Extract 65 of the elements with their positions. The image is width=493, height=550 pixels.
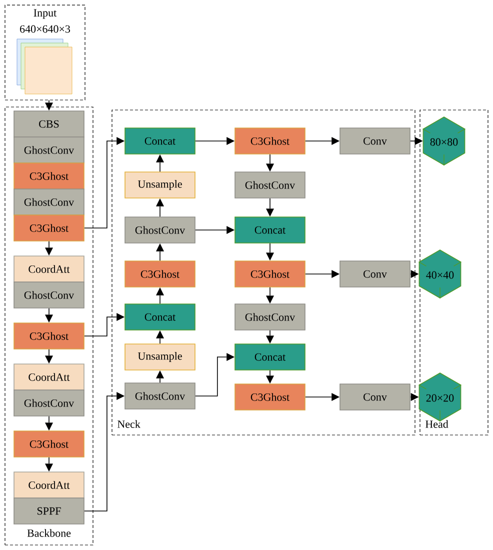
arrow	[195, 353, 235, 396]
arrow	[266, 198, 274, 217]
layer-box: Unsample	[124, 172, 196, 198]
layer-box: C3Ghost	[124, 260, 196, 288]
layer-box: GhostConv	[124, 382, 196, 410]
layer-box: Concat	[234, 344, 306, 370]
arrow	[156, 330, 164, 344]
layer-box: CBS	[14, 110, 84, 138]
layer-box: GhostConv	[14, 282, 84, 308]
arrow	[156, 198, 164, 217]
layer-box: Concat	[124, 304, 196, 330]
arrow	[266, 330, 274, 344]
layer-box: GhostConv	[14, 136, 84, 164]
arrow	[305, 393, 340, 401]
layer-box: SPPF	[14, 498, 84, 524]
arrow	[266, 287, 274, 304]
layer-box: C3Ghost	[234, 260, 306, 288]
layer-box: C3Ghost	[14, 162, 84, 190]
arrow	[45, 241, 53, 256]
arrow	[410, 270, 419, 278]
arrow	[156, 287, 164, 304]
arrow	[84, 392, 125, 512]
arrow	[156, 370, 164, 383]
layer-box: Concat	[234, 216, 306, 244]
arrow	[156, 154, 164, 172]
arrow	[410, 393, 419, 401]
arrow	[266, 243, 274, 261]
group-label: Neck	[118, 420, 140, 428]
group-label: Input	[34, 9, 57, 19]
arrow	[45, 457, 53, 472]
layer-box: CoordAtt	[14, 364, 84, 390]
arrow	[45, 100, 53, 111]
arrow	[156, 243, 164, 261]
arrow	[266, 370, 274, 384]
arrow	[266, 154, 274, 172]
group-label: Head	[426, 420, 448, 428]
arrow	[195, 137, 235, 145]
arrow	[195, 226, 235, 234]
layer-box: Concat	[124, 128, 196, 154]
layer-box: C3Ghost	[14, 430, 84, 458]
arrow	[410, 137, 423, 145]
layer-box: Conv	[340, 128, 410, 154]
layer-box: C3Ghost	[234, 128, 306, 154]
layer-box: GhostConv	[234, 172, 306, 198]
layer-box: GhostConv	[234, 304, 306, 330]
layer-box: Unsample	[124, 344, 196, 370]
arrow	[45, 308, 53, 323]
layer-box: C3Ghost	[14, 214, 84, 242]
layer-box: GhostConv	[14, 188, 84, 216]
arrow	[305, 270, 340, 278]
layer-box: GhostConv	[14, 390, 84, 416]
layer-box: CoordAtt	[14, 256, 84, 282]
layer-box: CoordAtt	[14, 472, 84, 498]
group-label: Backbone	[27, 529, 71, 537]
layer-box: GhostConv	[124, 216, 196, 244]
group-label: 640×640×3	[20, 25, 70, 33]
layer-box: Conv	[340, 260, 410, 288]
arrow	[45, 416, 53, 431]
arrow	[84, 313, 125, 336]
layer-box: C3Ghost	[234, 384, 306, 410]
layer-box: C3Ghost	[14, 322, 84, 350]
arrow	[84, 137, 125, 228]
arrow	[305, 137, 340, 145]
layer-box: Conv	[340, 384, 410, 410]
arrow	[45, 349, 53, 364]
